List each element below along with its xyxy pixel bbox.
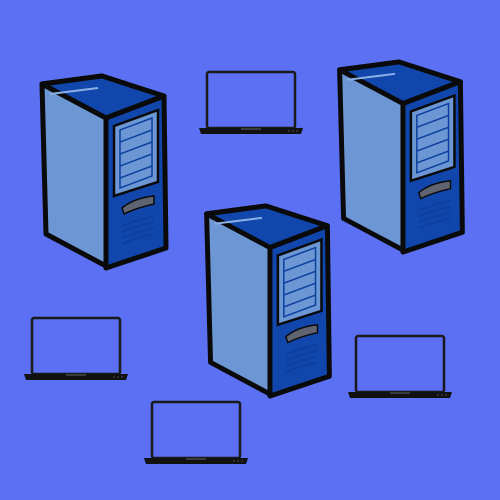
server-tower-icon [200,200,334,400]
laptop-icon [346,334,454,402]
laptop-icon [22,316,130,384]
laptop-icon [142,400,250,468]
server-tower-icon [333,56,467,256]
laptop-icon [197,70,305,138]
server-tower-icon [36,70,170,272]
